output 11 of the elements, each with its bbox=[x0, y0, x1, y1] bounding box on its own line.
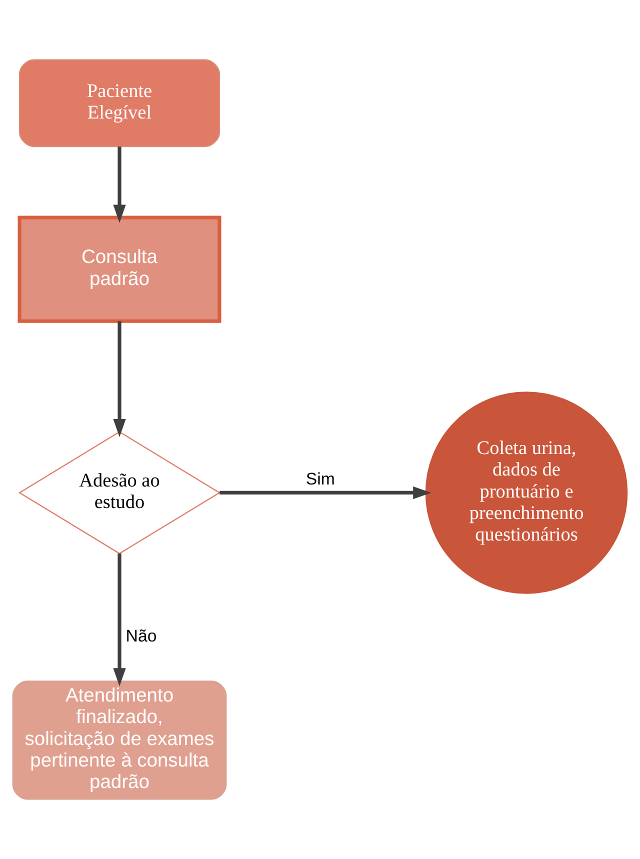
node-box: Consulta padrão bbox=[18, 216, 222, 323]
edge-label: Não bbox=[126, 626, 157, 646]
node-box: Atendimento finalizado, solicitação de exames pertinente à consulta padrão bbox=[12, 680, 227, 800]
arrow bbox=[113, 554, 126, 686]
arrow bbox=[220, 486, 432, 500]
arrow bbox=[113, 146, 126, 223]
node-diamond: Adesão ao estudo bbox=[18, 431, 221, 554]
edge-label: Sim bbox=[306, 470, 335, 489]
node-circle: Coleta urina, dados de prontuário e preenchimento questionários bbox=[425, 392, 628, 594]
node-box: Paciente Elegível bbox=[18, 59, 220, 148]
arrow bbox=[113, 321, 126, 438]
